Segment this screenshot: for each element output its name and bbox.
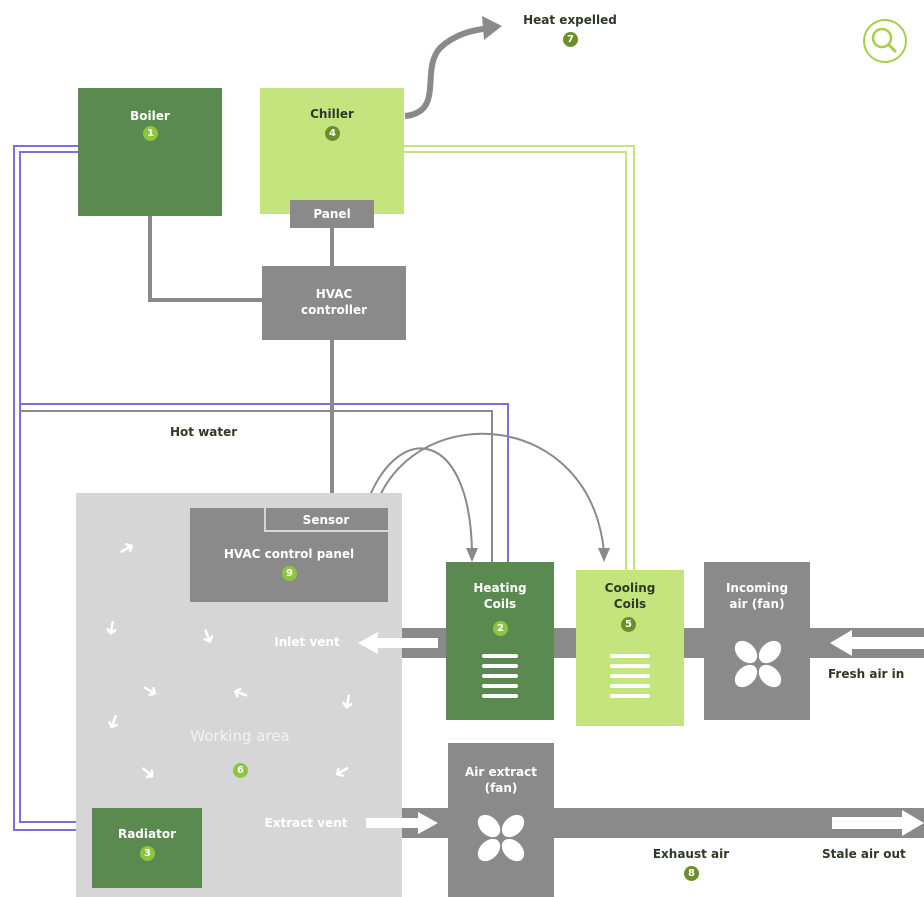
incoming-air-label: Incoming air (fan) bbox=[725, 581, 789, 611]
air-extract-fan bbox=[448, 743, 554, 897]
control-arrow-heating bbox=[367, 447, 473, 553]
extract-vent-label: Extract vent bbox=[264, 816, 348, 830]
boiler bbox=[78, 88, 222, 216]
badge-6: 6 bbox=[233, 763, 248, 778]
hot-water-pipe-outer bbox=[13, 145, 92, 831]
inlet-vent-label: Inlet vent bbox=[274, 635, 340, 649]
heat-expelled-arrowhead bbox=[482, 16, 502, 40]
chiller-label: Chiller bbox=[310, 107, 354, 121]
control-panel-label: HVAC control panel bbox=[223, 547, 355, 561]
return-pipe-heating-coils bbox=[20, 410, 493, 562]
arrowhead-cooling bbox=[598, 548, 610, 562]
chiller bbox=[260, 88, 404, 214]
fan-icon bbox=[469, 806, 533, 874]
heating-coils bbox=[446, 562, 554, 720]
stale-air-out-label: Stale air out bbox=[822, 847, 906, 861]
cooling-coils-label: Cooling Coils bbox=[604, 581, 656, 611]
control-arrow-cooling bbox=[377, 432, 605, 553]
badge-3: 3 bbox=[140, 846, 155, 861]
sensor bbox=[264, 508, 388, 532]
working-area-label: Working area bbox=[190, 727, 290, 745]
badge-8: 8 bbox=[684, 866, 699, 881]
hvac-controller-label: HVAC controller bbox=[300, 287, 368, 317]
panel-label: Panel bbox=[313, 207, 351, 221]
arrowhead-heating bbox=[466, 548, 478, 562]
exhaust-air-label: Exhaust air bbox=[652, 847, 730, 861]
incoming-air-fan bbox=[704, 562, 810, 720]
hot-water-pipe-to-heating-coils bbox=[20, 403, 509, 562]
heating-coils-label: Heating Coils bbox=[473, 581, 527, 611]
badge-7: 7 bbox=[563, 32, 578, 47]
fresh-air-in-label: Fresh air in bbox=[828, 667, 905, 681]
badge-4: 4 bbox=[325, 126, 340, 141]
hvac-controller bbox=[262, 266, 406, 340]
hot-water-pipe-inner bbox=[19, 151, 92, 823]
panel bbox=[290, 200, 374, 228]
cold-water-pipe-inner bbox=[404, 151, 627, 570]
air-extract-label: Air extract (fan) bbox=[465, 765, 537, 795]
badge-9: 9 bbox=[282, 566, 297, 581]
cold-water-pipe-outer bbox=[404, 145, 635, 570]
sensor-label: Sensor bbox=[302, 513, 350, 527]
boiler-label: Boiler bbox=[130, 109, 170, 123]
arrow-icon bbox=[830, 630, 924, 660]
cooling-coils bbox=[576, 570, 684, 726]
wire-boiler-controller bbox=[148, 215, 262, 302]
badge-1: 1 bbox=[143, 126, 158, 141]
hot-water-label: Hot water bbox=[170, 425, 238, 439]
heat-expelled-label: Heat expelled bbox=[523, 13, 617, 27]
arrow-icon bbox=[358, 632, 438, 658]
radiator-label: Radiator bbox=[117, 827, 177, 841]
badge-2: 2 bbox=[493, 621, 508, 636]
arrow-icon bbox=[366, 812, 438, 838]
heat-expelled-arrow bbox=[404, 25, 491, 119]
fan-icon bbox=[726, 632, 790, 700]
badge-5: 5 bbox=[621, 617, 636, 632]
arrow-icon bbox=[832, 810, 924, 840]
magnifier-icon[interactable] bbox=[862, 18, 908, 64]
